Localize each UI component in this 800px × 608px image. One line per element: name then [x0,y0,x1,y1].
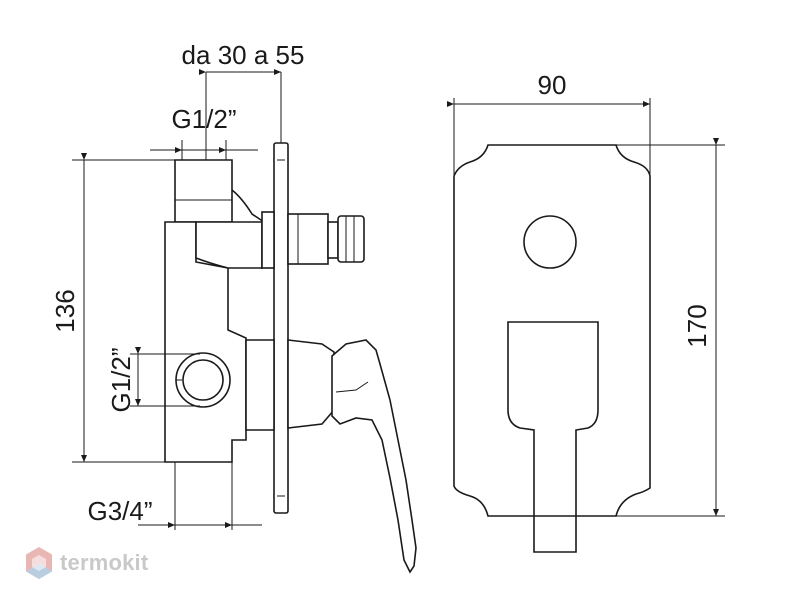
dimension-top-thread: G1/2” [150,104,258,160]
diverter-stem [195,221,263,269]
lever-handle [331,339,417,574]
diverter-button [523,215,577,269]
top-thread-label: G1/2” [171,104,236,134]
front-view [453,144,651,553]
dimension-plate-height: 170 [616,138,725,517]
side-thread-label: G1/2” [106,347,136,412]
dimension-plate-width: 90 [447,70,651,176]
top-connector [174,159,233,223]
diverter-knob [327,221,339,259]
dimension-depth: da 30 a 55 [182,40,305,160]
plate-height-label: 170 [682,304,712,347]
body-height-label: 136 [50,289,80,332]
termokit-logo-icon [26,547,52,579]
front-lever [507,321,599,553]
depth-range-label: da 30 a 55 [182,40,305,70]
side-view [164,142,417,574]
bottom-thread-label: G3/4” [87,496,152,526]
dimension-body-height: 136 [50,153,175,463]
side-port [175,352,231,408]
dimension-side-thread: G1/2” [106,347,200,413]
front-plate [453,144,651,517]
watermark-text: termokit [60,550,149,575]
plate-width-label: 90 [538,70,567,100]
dimension-bottom-thread: G3/4” [87,462,262,530]
wall-plate [273,142,289,514]
termokit-watermark: termokit [24,545,148,581]
